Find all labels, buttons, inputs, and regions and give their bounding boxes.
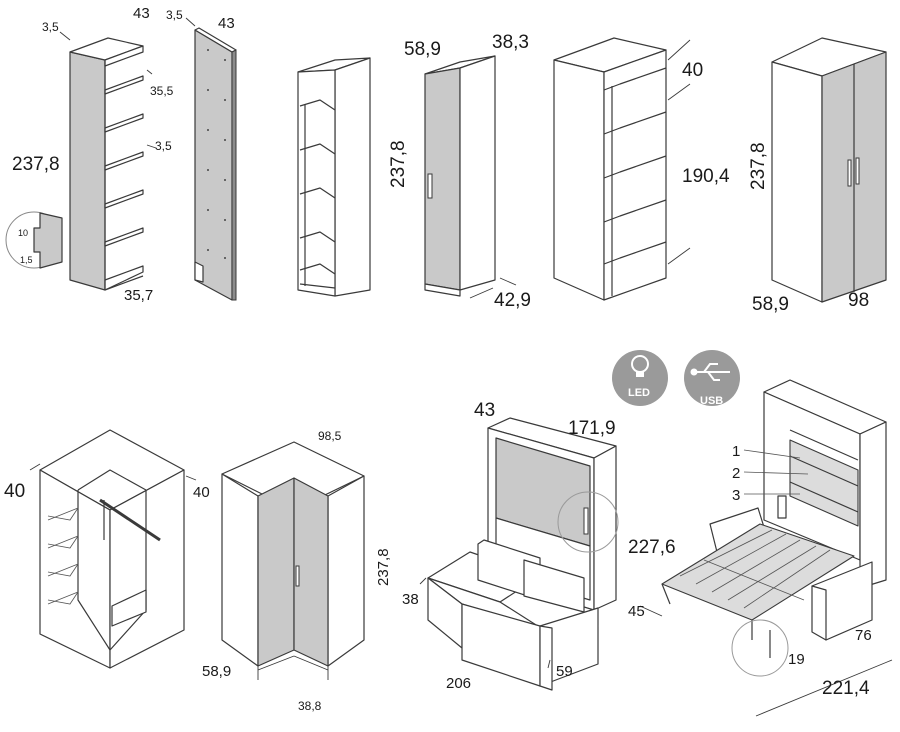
shelf-top-depth: 43 — [133, 5, 150, 22]
double-depth: 98 — [848, 290, 869, 311]
corner-left: 40 — [4, 481, 25, 502]
left-handle — [847, 159, 852, 187]
single-door-figure: 58,9 38,3 237,8 42,9 — [388, 32, 531, 311]
shelf-top-thick: 3,5 — [42, 20, 59, 34]
corner-width: 58,9 — [202, 663, 231, 680]
usb-label: USB — [700, 395, 723, 407]
corner-right: 40 — [193, 484, 210, 501]
corner-closed-figure: 98,5 237,8 58,9 38,8 — [202, 429, 392, 713]
panel-thick: 3,5 — [166, 8, 183, 22]
sofa-side: 59 — [556, 663, 573, 680]
callout-1: 1 — [732, 443, 740, 460]
shelf-thick: 3,5 — [155, 139, 172, 153]
panel-depth: 43 — [218, 15, 235, 32]
double-door-figure: 237,8 58,9 98 — [748, 37, 887, 315]
foot-dim: 19 — [788, 651, 805, 668]
sofa-depth: 38 — [402, 591, 419, 608]
callout-lines — [743, 449, 809, 495]
panel-holes — [207, 49, 226, 259]
shelf-unit-figure: 43 3,5 237,8 35,5 3,5 35,7 10 1,5 — [5, 5, 174, 304]
usb-badge: USB — [684, 350, 740, 407]
wallbed-height: 227,6 — [628, 537, 676, 558]
bookcase-shelves — [603, 67, 667, 296]
corner-inner: 38,8 — [298, 699, 322, 713]
wallbed-closed-figure: 43 171,9 227,6 38 206 59 — [402, 400, 676, 692]
right-handle — [855, 157, 860, 185]
edge-detail-circle: 10 1,5 — [5, 211, 63, 269]
wallbed-open-figure: 1 2 3 45 19 76 221,4 — [628, 379, 893, 717]
side-panel-figure: 3,5 43 — [166, 8, 237, 301]
bookcase-height: 190,4 — [682, 166, 730, 187]
open-column-figure — [297, 57, 371, 297]
led-badge: LED — [612, 350, 668, 406]
shelf-height: 237,8 — [12, 154, 60, 175]
shelf-spacing: 35,5 — [150, 84, 174, 98]
corner-open-figure: 40 40 — [4, 429, 210, 669]
single-bottom: 42,9 — [494, 290, 531, 311]
double-height: 237,8 — [748, 142, 769, 190]
bookcase-top: 40 — [682, 60, 703, 81]
door-handle — [427, 173, 433, 199]
corner-shelves — [47, 507, 79, 605]
sofa-width: 206 — [446, 675, 471, 692]
single-depth: 38,3 — [492, 32, 529, 53]
double-width: 58,9 — [752, 294, 789, 315]
sofa-open-dim: 76 — [855, 627, 872, 644]
wallbed-depth: 43 — [474, 400, 495, 421]
corner-height: 237,8 — [375, 548, 392, 586]
shelves — [104, 75, 144, 291]
open-bookcase-figure: 40 190,4 — [553, 37, 730, 301]
led-label: LED — [628, 387, 650, 399]
sofa — [427, 539, 599, 691]
detail-b: 1,5 — [20, 255, 33, 265]
drop-dim: 45 — [628, 603, 645, 620]
column-shelves — [299, 99, 336, 289]
wallbed-width: 171,9 — [568, 418, 616, 439]
callout-2: 2 — [732, 465, 740, 482]
total-dim: 221,4 — [822, 678, 870, 699]
usb-icon — [690, 363, 730, 381]
corner-handle — [295, 565, 300, 587]
detail-a: 10 — [18, 228, 28, 238]
single-height: 237,8 — [388, 140, 409, 188]
single-width: 58,9 — [404, 39, 441, 60]
shelf-bottom-depth: 35,7 — [124, 287, 153, 304]
callout-3: 3 — [732, 487, 740, 504]
wallbed-handle — [583, 507, 589, 535]
bed-frame — [661, 523, 855, 658]
corner-top: 98,5 — [318, 429, 342, 443]
